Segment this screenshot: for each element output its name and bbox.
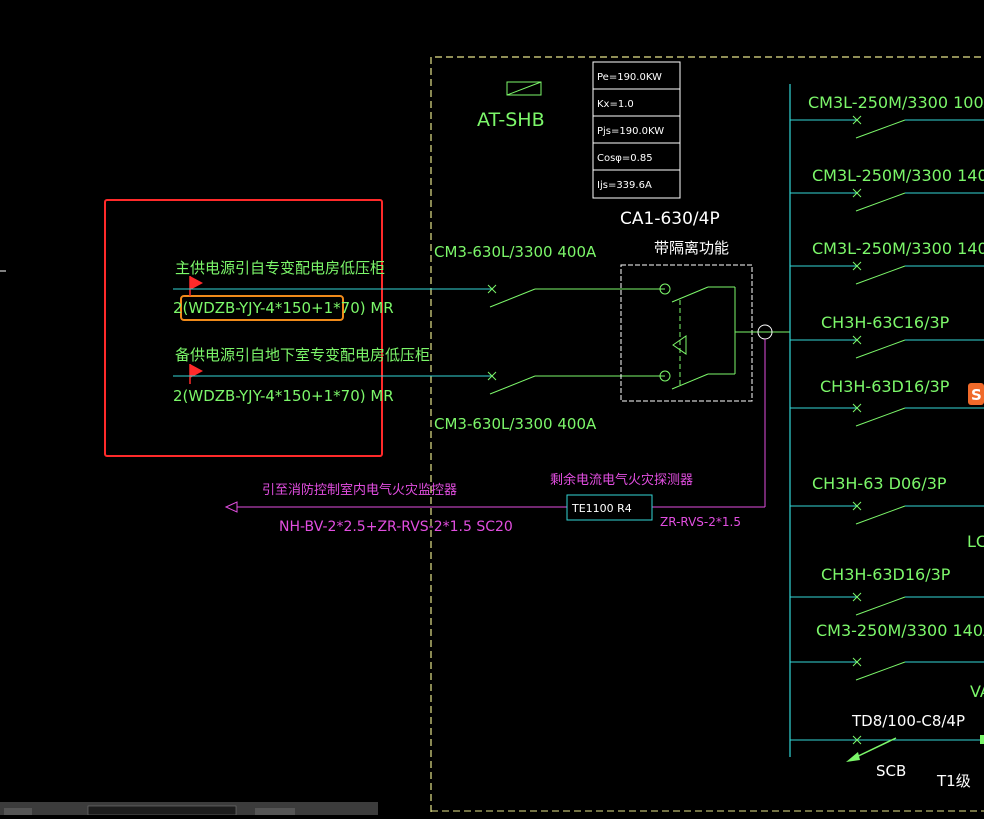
outgoing-circuits bbox=[790, 115, 984, 745]
outgoing-label-6: CH3H-63 D06/3P bbox=[812, 474, 947, 493]
outgoing-circuit-2 bbox=[790, 188, 984, 212]
outgoing-label-5: CH3H-63D16/3P bbox=[820, 377, 950, 396]
cable-highlight[interactable] bbox=[180, 295, 344, 321]
param-pjs: Pjs=190.0KW bbox=[597, 126, 664, 137]
panel-name: AT-SHB bbox=[477, 109, 545, 131]
edge-text-lc: LC bbox=[967, 532, 984, 551]
backup-source-label: 备供电源引自地下室专变配电房低压柜 bbox=[175, 346, 430, 364]
param-cos: Cosφ=0.85 bbox=[597, 153, 653, 164]
backup-cable: 2(WDZB-YJY-4*150+1*70) MR bbox=[173, 387, 394, 405]
detector-cable: ZR-RVS-2*1.5 bbox=[660, 515, 741, 529]
edge-text-t1: T1级 bbox=[936, 772, 971, 790]
spd-arrow-head bbox=[846, 752, 860, 762]
outgoing-circuit-7 bbox=[790, 592, 984, 616]
edge-marker-green bbox=[980, 735, 984, 744]
outgoing-label-2: CM3L-250M/3300 140A 300 bbox=[812, 166, 984, 185]
main-breaker bbox=[487, 284, 665, 308]
edge-text-va: VA bbox=[970, 682, 984, 701]
outgoing-circuit-4 bbox=[790, 335, 984, 359]
flag-icon bbox=[190, 364, 203, 378]
highlight-box[interactable] bbox=[104, 199, 383, 457]
param-table: Pe=190.0KW Kx=1.0 Pjs=190.0KW Cosφ=0.85 … bbox=[592, 61, 681, 199]
main-source-label: 主供电源引自专变配电房低压柜 bbox=[175, 259, 385, 277]
outgoing-circuit-1 bbox=[790, 115, 984, 139]
ats-model: CA1-630/4P bbox=[620, 209, 720, 229]
edge-text-scb: SCB bbox=[876, 762, 906, 780]
fire-monitor-cable: NH-BV-2*2.5+ZR-RVS-2*1.5 SC20 bbox=[279, 519, 513, 535]
flag-icon bbox=[190, 276, 203, 290]
bottom-scrollbar[interactable] bbox=[0, 802, 378, 816]
ats-switch-block bbox=[620, 264, 790, 402]
outgoing-circuit-9 bbox=[790, 735, 984, 745]
outgoing-label-4: CH3H-63C16/3P bbox=[821, 313, 950, 332]
detector-model: TE1100 R4 bbox=[571, 502, 632, 515]
param-ijs: Ijs=339.6A bbox=[597, 180, 652, 191]
panel-boundary bbox=[430, 56, 984, 812]
outgoing-label-3: CM3L-250M/3300 140A 300 bbox=[812, 239, 984, 258]
panel-symbol-diag bbox=[506, 81, 542, 96]
outgoing-label-8: CM3-250M/3300 140A bbox=[816, 621, 984, 640]
backup-breaker bbox=[487, 371, 665, 395]
residual-detector-label: 剩余电流电气火灾探测器 bbox=[550, 472, 693, 488]
param-kx: Kx=1.0 bbox=[597, 99, 634, 110]
svg-text:S: S bbox=[971, 386, 982, 404]
breaker-bottom-label: CM3-630L/3300 400A bbox=[434, 415, 597, 433]
outgoing-circuit-6 bbox=[790, 501, 984, 525]
detector-box bbox=[566, 494, 653, 521]
outgoing-label-7: CH3H-63D16/3P bbox=[821, 565, 951, 584]
outgoing-circuit-5 bbox=[790, 403, 984, 427]
fire-monitor-label: 引至消防控制室内电气火灾监控器 bbox=[262, 482, 457, 498]
ime-icon[interactable]: S bbox=[968, 383, 984, 405]
outgoing-label-9: TD8/100-C8/4P bbox=[851, 712, 965, 730]
monitor-wiring bbox=[224, 339, 766, 513]
param-pe: Pe=190.0KW bbox=[597, 72, 662, 83]
panel-symbol bbox=[506, 81, 542, 96]
outgoing-circuit-8 bbox=[790, 657, 984, 681]
main-cable: 2(WDZB-YJY-4*150+1*70) MR bbox=[173, 299, 394, 317]
outgoing-label-1: CM3L-250M/3300 100A 300 bbox=[808, 93, 984, 112]
ats-note: 带隔离功能 bbox=[654, 239, 729, 257]
breaker-top-label: CM3-630L/3300 400A bbox=[434, 243, 597, 261]
outgoing-circuit-3 bbox=[790, 261, 984, 285]
